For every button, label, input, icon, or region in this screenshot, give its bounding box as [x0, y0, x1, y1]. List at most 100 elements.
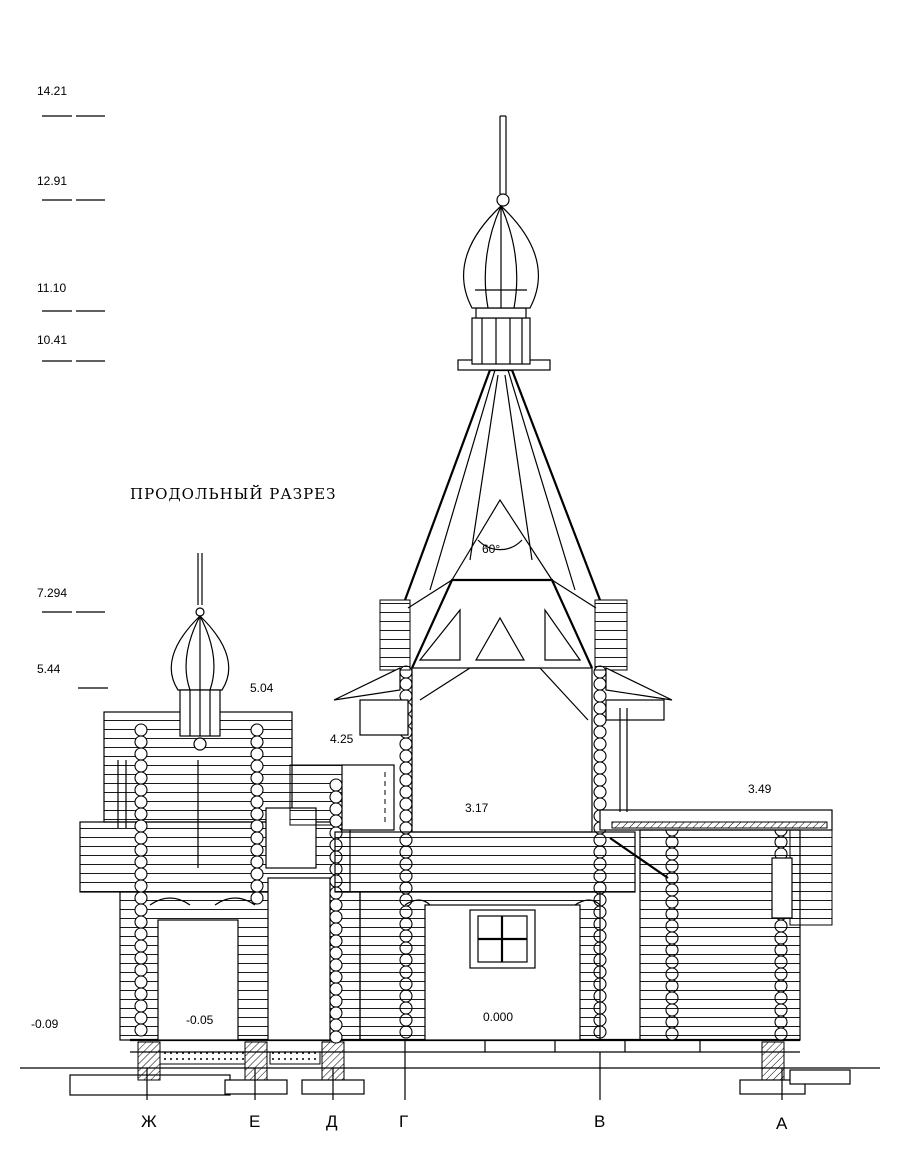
log-round — [593, 749, 607, 763]
level-mark-12-91: 12.91 — [37, 174, 67, 188]
mark-5-04: 5.04 — [250, 681, 274, 695]
drawing-title: ПРОДОЛЬНЫЙ РАЗРЕЗ — [130, 484, 336, 503]
log-round — [134, 747, 148, 761]
log-round — [134, 999, 148, 1013]
log-round — [593, 689, 607, 703]
log-round — [593, 713, 607, 727]
log-round — [593, 761, 607, 775]
log-round — [250, 831, 264, 845]
log-round — [329, 814, 343, 828]
log-round — [134, 927, 148, 941]
log-round — [134, 987, 148, 1001]
log-round — [329, 958, 343, 972]
log-round — [329, 898, 343, 912]
right-wing — [599, 708, 833, 1041]
log-round — [329, 790, 343, 804]
log-round — [134, 951, 148, 965]
axis-label-v: В — [594, 1112, 605, 1131]
log-round — [134, 879, 148, 893]
small-dome — [170, 553, 230, 751]
log-round — [134, 783, 148, 797]
axis-label-zh: Ж — [141, 1112, 157, 1131]
log-round — [329, 982, 343, 996]
log-round — [399, 773, 413, 787]
foundation — [20, 1038, 880, 1096]
log-round — [399, 797, 413, 811]
log-round — [134, 831, 148, 845]
log-round — [250, 735, 264, 749]
log-round — [250, 783, 264, 797]
log-round — [593, 797, 607, 811]
log-round — [134, 963, 148, 977]
log-round — [250, 867, 264, 881]
log-round — [134, 1023, 148, 1037]
log-round — [134, 975, 148, 989]
log-round — [134, 735, 148, 749]
axis-label-a: А — [776, 1114, 788, 1133]
log-round — [250, 879, 264, 893]
log-round — [593, 737, 607, 751]
log-round — [134, 939, 148, 953]
log-round — [593, 701, 607, 715]
log-round — [134, 915, 148, 929]
level-mark-5-44: 5.44 — [37, 662, 61, 676]
log-round — [329, 994, 343, 1008]
log-round — [134, 1011, 148, 1025]
log-round — [329, 1018, 343, 1032]
log-round — [250, 819, 264, 833]
log-round — [329, 1030, 343, 1044]
axis-label-d: Д — [326, 1112, 338, 1131]
level-mark-14-21: 14.21 — [37, 84, 67, 98]
log-round — [250, 723, 264, 737]
log-round — [329, 1006, 343, 1020]
log-round — [134, 807, 148, 821]
level-marks: 14.21 12.91 11.10 10.41 7.294 5.44 -0.09 — [31, 84, 108, 1031]
log-round — [399, 809, 413, 823]
inner-marks: 5.04 4.25 3.17 3.49 -0.05 0.000 — [186, 681, 772, 1027]
grid-axes: Ж Е Д Г В А — [141, 1052, 788, 1133]
level-mark-7-294: 7.294 — [37, 586, 67, 600]
log-round — [250, 747, 264, 761]
log-round — [134, 759, 148, 773]
log-round — [593, 785, 607, 799]
main-nave — [334, 831, 636, 1041]
log-round — [399, 761, 413, 775]
mark-minus-0-05: -0.05 — [186, 1013, 214, 1027]
log-round — [329, 922, 343, 936]
log-round — [593, 773, 607, 787]
log-round — [250, 759, 264, 773]
log-round — [329, 778, 343, 792]
log-round — [250, 855, 264, 869]
central-tower: 60° — [333, 115, 673, 833]
log-round — [134, 843, 148, 857]
log-round — [399, 677, 413, 691]
log-round — [593, 725, 607, 739]
log-round — [329, 970, 343, 984]
log-round — [399, 737, 413, 751]
log-round — [134, 819, 148, 833]
log-round — [329, 802, 343, 816]
mark-4-25: 4.25 — [330, 732, 354, 746]
log-round — [250, 807, 264, 821]
axis-label-g: Г — [399, 1112, 408, 1131]
level-mark-10-41: 10.41 — [37, 333, 67, 347]
level-mark-minus-0-09: -0.09 — [31, 1017, 59, 1031]
log-round — [134, 771, 148, 785]
log-round — [329, 934, 343, 948]
log-round — [250, 795, 264, 809]
log-round — [134, 795, 148, 809]
log-round — [250, 843, 264, 857]
axis-label-ye: Е — [249, 1112, 260, 1131]
log-round — [250, 891, 264, 905]
mark-0-000: 0.000 — [483, 1010, 513, 1024]
log-round — [134, 723, 148, 737]
log-round — [329, 910, 343, 924]
mark-3-17: 3.17 — [465, 801, 489, 815]
log-round — [593, 677, 607, 691]
log-round — [399, 785, 413, 799]
log-round — [329, 946, 343, 960]
log-round — [250, 771, 264, 785]
log-round — [134, 891, 148, 905]
mark-3-49: 3.49 — [748, 782, 772, 796]
